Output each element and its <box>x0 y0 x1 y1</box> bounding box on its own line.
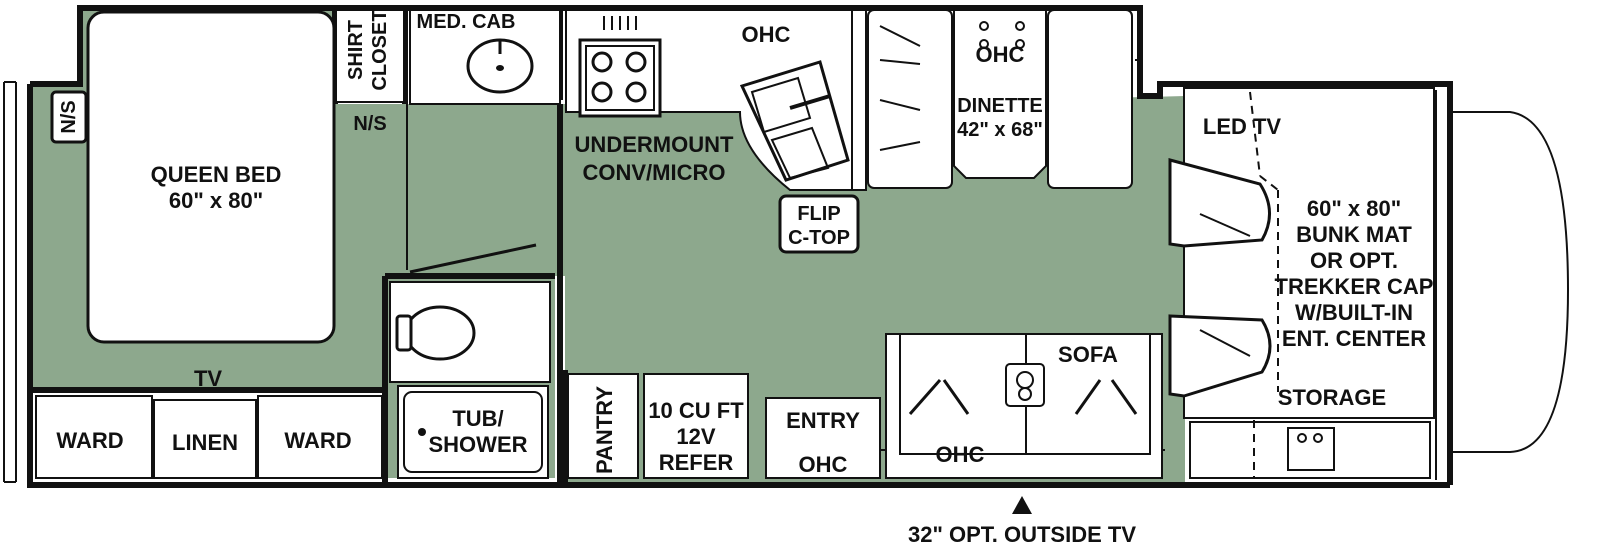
ns-left-label: N/S <box>58 100 80 133</box>
refer-line-2: 12V <box>676 424 715 449</box>
led-tv-label: LED TV <box>1203 114 1282 139</box>
bed-title: QUEEN BED <box>151 162 282 187</box>
flip-label: FLIP <box>797 203 840 225</box>
bunk-line-1: 60" x 80" <box>1307 196 1401 221</box>
bath-vanity: MED. CAB <box>409 9 561 105</box>
bed-size: 60" x 80" <box>169 188 263 213</box>
dinette-size-label: 42" x 68" <box>957 119 1043 141</box>
conv-micro-label: CONV/MICRO <box>583 160 726 185</box>
cab-seat-bottom <box>1168 314 1272 398</box>
outer-walls <box>27 5 1453 488</box>
pantry: PANTRY <box>567 373 639 479</box>
ctop-label: C-TOP <box>788 227 850 249</box>
ward-right-label: WARD <box>284 428 351 453</box>
sofa: SOFA OHC <box>885 333 1163 479</box>
cooktop-icon <box>578 16 662 118</box>
sofa-seatbelt-icon <box>1005 363 1045 407</box>
dinette-bench-left <box>867 9 953 189</box>
shower-label: SHOWER <box>429 432 528 457</box>
pantry-label: PANTRY <box>592 386 617 474</box>
outside-tv-label: 32" OPT. OUTSIDE TV <box>908 522 1136 547</box>
galley-ohc-label: OHC <box>742 22 791 47</box>
storage-label: STORAGE <box>1278 385 1386 410</box>
bunk-line-5: W/BUILT-IN <box>1295 300 1413 325</box>
bunk-line-4: TREKKER CAP <box>1275 274 1434 299</box>
galley-end-panel <box>851 9 867 191</box>
refer-line-3: REFER <box>659 450 734 475</box>
shirt-closet: SHIRT CLOSET <box>335 9 405 103</box>
sofa-label: SOFA <box>1058 342 1118 367</box>
wardrobe-left: WARD <box>35 395 153 479</box>
bunk-line-2: BUNK MAT <box>1296 222 1412 247</box>
refer-line-1: 10 CU FT <box>648 398 744 423</box>
cab-front <box>1435 90 1570 480</box>
bath-door <box>409 243 537 274</box>
undermount-label: UNDERMOUNT <box>575 132 734 157</box>
queen-bed: QUEEN BED 60" x 80" <box>86 10 336 344</box>
dinette-table: OHC DINETTE 42" x 68" <box>953 9 1047 179</box>
linen-label: LINEN <box>172 430 238 455</box>
med-cab-label: MED. CAB <box>417 11 516 33</box>
toilet-icon <box>389 281 551 383</box>
entry-ohc-label: OHC <box>799 452 848 477</box>
tub-label: TUB/ <box>452 406 503 431</box>
cab-bottom-storage <box>1189 420 1431 479</box>
nightstand-left: N/S <box>50 90 88 144</box>
bunk-line-6: ENT. CENTER <box>1282 326 1426 351</box>
closet-label: CLOSET <box>369 9 391 90</box>
ns-right-label: N/S <box>353 113 386 135</box>
entry: ENTRY OHC <box>765 397 881 479</box>
sofa-ohc-label: OHC <box>936 442 985 467</box>
rear-bumper <box>3 81 17 483</box>
linen-closet: LINEN <box>153 399 257 479</box>
wardrobe-right: WARD <box>257 395 383 479</box>
tub-shower: TUB/ SHOWER <box>397 385 549 479</box>
cab-seat-top <box>1168 158 1271 248</box>
dinette-ohc-label: OHC <box>976 42 1025 67</box>
bunk-line-3: OR OPT. <box>1310 248 1398 273</box>
kitchen-sink-icon <box>739 60 850 182</box>
shirt-label: SHIRT <box>345 20 367 80</box>
dinette-label: DINETTE <box>957 95 1043 117</box>
bedroom-tv-label: TV <box>194 366 222 391</box>
ward-left-label: WARD <box>56 428 123 453</box>
dinette-bench-right <box>1047 9 1133 189</box>
entry-label: ENTRY <box>786 408 860 433</box>
refrigerator: 10 CU FT 12V REFER <box>643 373 749 479</box>
flip-ctop: FLIP C-TOP <box>778 194 860 254</box>
outside-tv-arrow-icon <box>1012 496 1032 514</box>
